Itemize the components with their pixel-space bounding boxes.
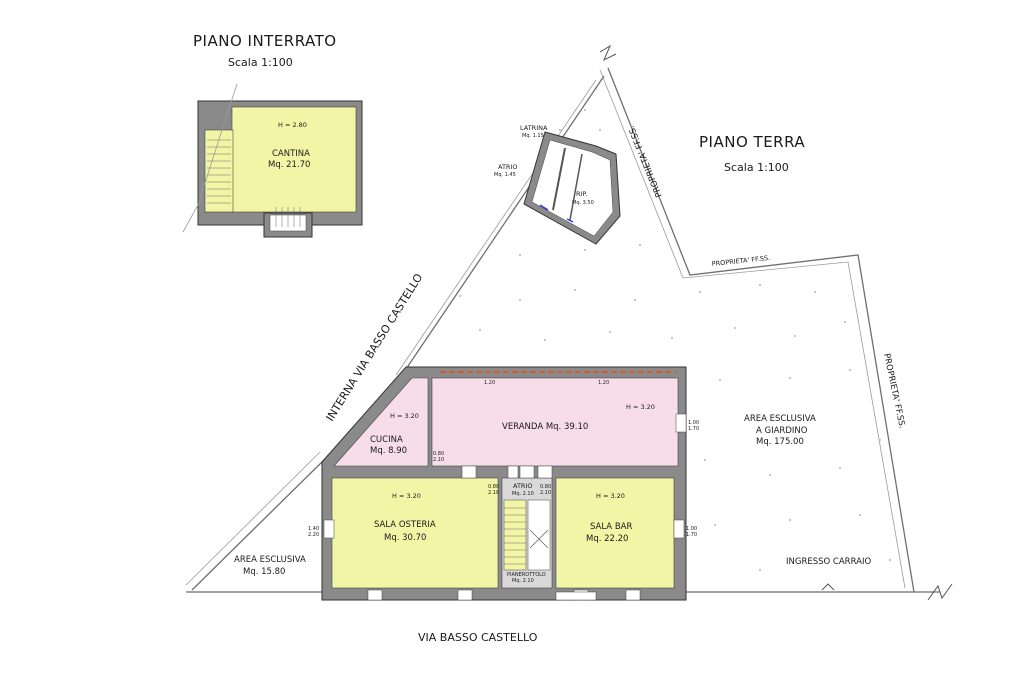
dim-veranda-1: 1.20 [484, 380, 495, 386]
rip-area: Mq. 3.50 [572, 200, 594, 206]
pianerottolo-name: PIANEROTTOLO [507, 572, 546, 578]
outbuilding: LATRINA Mq. 1.15 ATRIO Mq. 1.45 RIP. Mq.… [494, 124, 621, 245]
cantina-area: Mq. 21.70 [268, 160, 310, 170]
boundary-railway-inner [599, 69, 906, 589]
stair-flight [503, 499, 527, 571]
property-boundaries [185, 44, 953, 601]
ground-title: PIANO TERRA [699, 133, 805, 151]
dim-atrio-left-b: 2.10 [488, 490, 499, 496]
veranda-name: VERANDA Mq. 39.10 [502, 422, 588, 432]
cantina-terrain-line [182, 83, 238, 233]
landing [527, 499, 551, 571]
openings [323, 413, 687, 601]
cantina-entrance-steps [275, 207, 301, 227]
sala-bar-name: SALA BAR [590, 522, 632, 532]
cucina-room [333, 377, 429, 467]
boundary-area-esclusiva [191, 457, 327, 591]
atrio-top-name: ATRIO [498, 163, 517, 171]
veranda-height: H = 3.20 [626, 403, 655, 411]
boundary-area-esclusiva-inner [185, 451, 321, 586]
esclusiva-line2: Mq. 15.80 [243, 567, 285, 577]
break-symbol-top [599, 44, 617, 62]
dim-atrio-right: 0.80 [540, 484, 551, 490]
giardino-line3: Mq. 175.00 [756, 437, 804, 447]
outbuilding-interior [531, 139, 614, 237]
giardino-line2: A GIARDINO [756, 426, 808, 436]
dim-cucina-door-b: 2.10 [433, 457, 444, 463]
basement-plan: PIANO INTERRATO Scala 1:100 H = 2.80 CAN… [182, 32, 363, 238]
pianerottolo-area: Mq. 2.10 [512, 578, 534, 584]
dim-right-1b: 1.70 [686, 532, 697, 538]
veranda-room [431, 377, 679, 467]
basement-title: PIANO INTERRATO [193, 32, 337, 50]
dim-left-1b: 2.20 [308, 532, 319, 538]
ground-scale: Scala 1:100 [724, 161, 789, 174]
dim-veranda-2: 1.20 [598, 380, 609, 386]
dim-right-2b: 1.70 [688, 426, 699, 432]
outbuilding-window-2 [566, 218, 574, 223]
atrio-area: Mq. 2.10 [512, 491, 534, 497]
boundary-street-edge [403, 75, 605, 373]
cantina-height: H = 2.80 [278, 121, 307, 129]
dim-cucina-door: 0.80 [433, 451, 444, 457]
cucina-height: H = 3.20 [390, 412, 419, 420]
rip-name: RIP. [576, 190, 587, 198]
ingresso-carraio: INGRESSO CARRAIO [786, 557, 871, 567]
proprieta-label-1: PROPRIETA' FF.SS. [627, 124, 665, 199]
via-basso-castello-label: VIA BASSO CASTELLO [418, 631, 538, 644]
basement-scale: Scala 1:100 [228, 56, 293, 69]
sala-osteria-room [331, 477, 499, 589]
sala-bar-area: Mq. 22.20 [586, 534, 628, 544]
main-building: H = 3.20 CUCINA Mq. 8.90 H = 3.20 VERAND… [308, 366, 699, 601]
sala-bar-room [555, 477, 675, 589]
esclusiva-line1: AREA ESCLUSIVA [234, 555, 306, 565]
landing-cross-2 [529, 529, 549, 549]
latrina-name: LATRINA [520, 124, 548, 132]
outbuilding-window-1 [539, 204, 549, 211]
dim-right-2: 1.00 [688, 420, 699, 426]
sala-osteria-height: H = 3.20 [392, 492, 421, 500]
sala-osteria-name: SALA OSTERIA [374, 520, 436, 530]
cucina-area: Mq. 8.90 [370, 446, 407, 456]
cantina-room [231, 106, 357, 213]
atrio-top-area: Mq. 1.45 [494, 172, 516, 178]
sala-osteria-area: Mq. 30.70 [384, 533, 426, 543]
dim-left-1: 1.40 [308, 526, 319, 532]
atrio-name: ATRIO [513, 482, 532, 490]
giardino-line1: AREA ESCLUSIVA [744, 414, 816, 424]
garden-texture [459, 109, 891, 571]
boundary-railway [607, 67, 915, 593]
dim-right-1: 1.00 [686, 526, 697, 532]
ingresso-arrow-icon [821, 583, 835, 591]
dim-atrio-right-b: 2.10 [540, 490, 551, 496]
boundary-street-edge-inner [395, 79, 597, 376]
cantina-name: CANTINA [272, 149, 310, 159]
cucina-name: CUCINA [370, 435, 403, 445]
cantina-stair-area [204, 129, 234, 213]
stair-steps [504, 507, 526, 565]
sala-bar-height: H = 3.20 [596, 492, 625, 500]
latrina-area: Mq. 1.15 [522, 133, 544, 139]
outbuilding-partition-2 [569, 153, 583, 221]
dim-atrio-left: 0.80 [488, 484, 499, 490]
outbuilding-partition [552, 147, 566, 211]
break-symbol-bottom [927, 583, 953, 601]
